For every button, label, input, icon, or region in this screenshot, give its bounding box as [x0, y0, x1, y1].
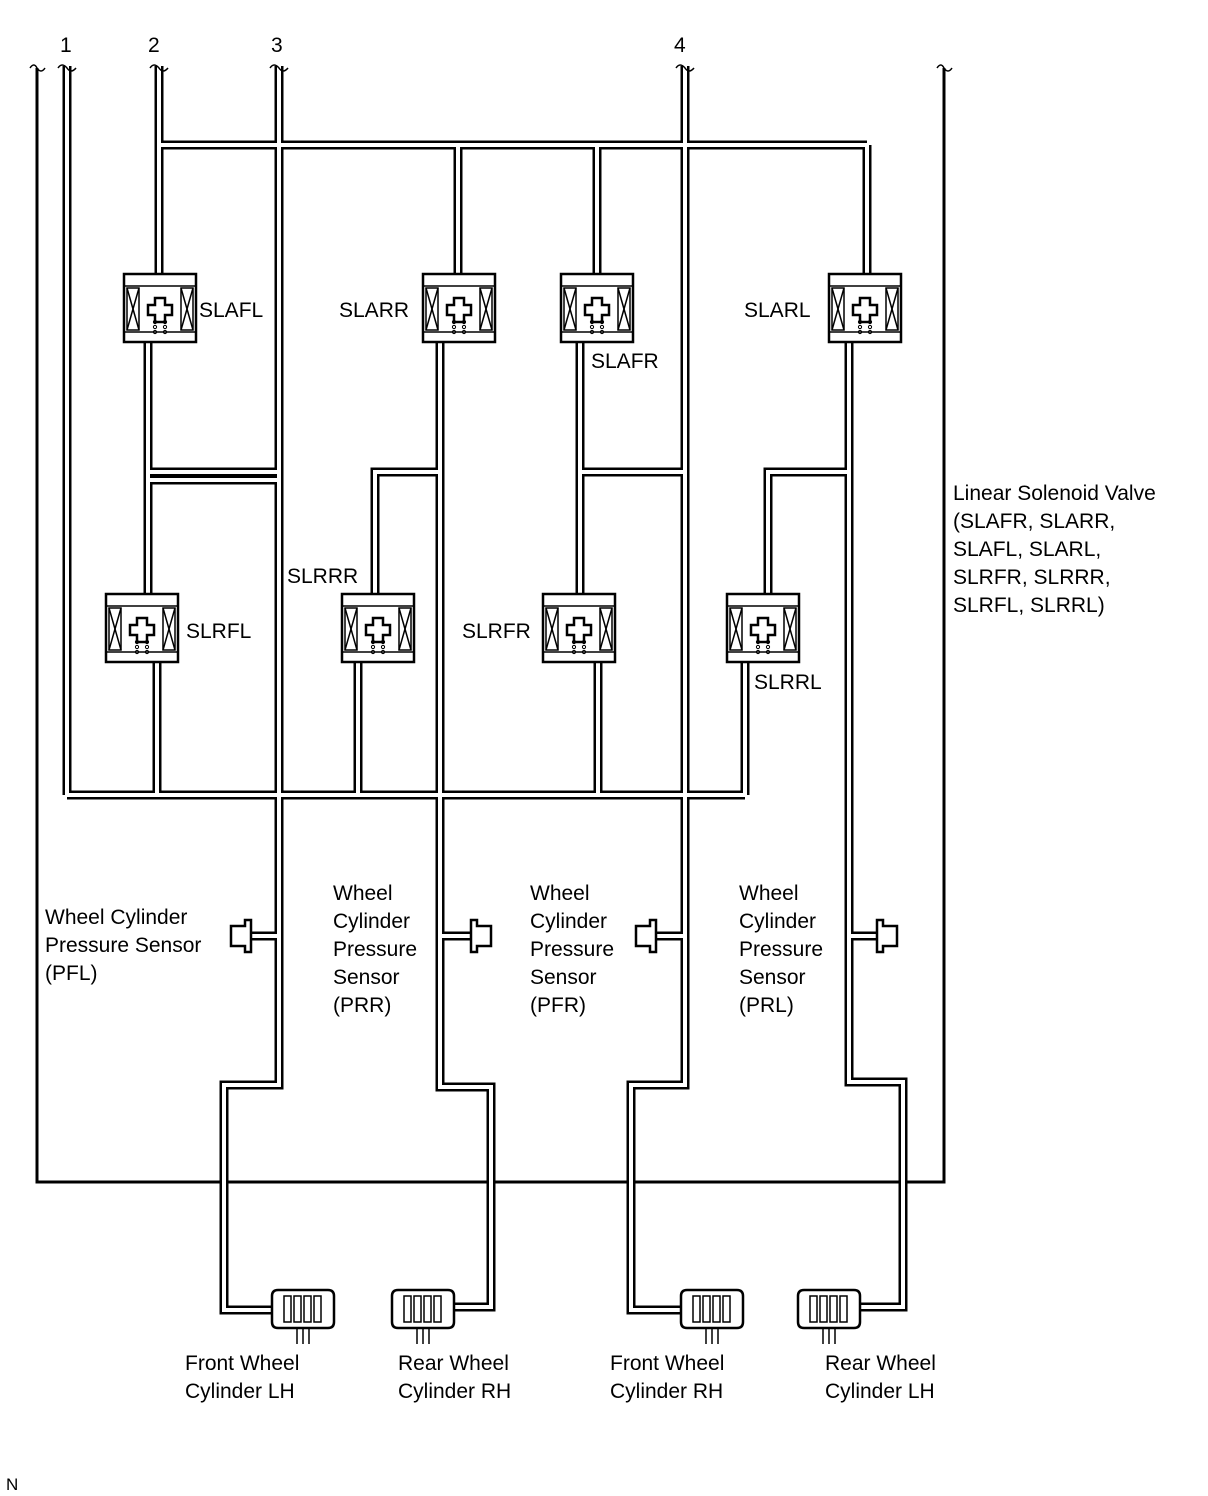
svg-text:Wheel: Wheel [530, 882, 590, 905]
port-number-3: 3 [271, 34, 283, 57]
sensor-label-pfr: Wheel Cylinder Pressure Sensor (PFR) [530, 882, 614, 1017]
solenoid-valve-slrfl-icon [104, 592, 180, 664]
wheel-cylinder-rear-rh-icon [390, 1288, 456, 1344]
svg-text:Cylinder RH: Cylinder RH [398, 1380, 511, 1403]
wheel-cylinder-label-rear-lh: Rear Wheel Cylinder LH [825, 1352, 936, 1403]
sensor-label-prl: Wheel Cylinder Pressure Sensor (PRL) [739, 882, 823, 1017]
svg-text:SLRFL, SLRRL): SLRFL, SLRRL) [953, 594, 1105, 617]
svg-text:Cylinder: Cylinder [530, 910, 607, 933]
wheel-cylinder-rear-lh-icon [796, 1288, 862, 1344]
valve-label-slarl: SLARL [744, 299, 811, 322]
solenoid-valve-slrrl-icon [725, 592, 801, 664]
wheel-cylinder-front-rh-icon [679, 1288, 745, 1344]
pipe-segment-inner [766, 470, 849, 600]
wheel-cylinders [270, 1288, 862, 1344]
svg-text:(PRL): (PRL) [739, 994, 794, 1017]
svg-text:Cylinder: Cylinder [739, 910, 816, 933]
pipe-segment [435, 340, 496, 1312]
svg-text:(SLAFR, SLARR,: (SLAFR, SLARR, [953, 510, 1115, 533]
valve-label-slarr: SLARR [339, 299, 409, 322]
solenoid-valve-slarl-icon [827, 272, 903, 344]
svg-text:Wheel: Wheel [333, 882, 393, 905]
svg-text:Rear Wheel: Rear Wheel [398, 1352, 509, 1375]
pipe-break-mark [675, 64, 695, 72]
port-number-4: 4 [674, 34, 686, 57]
wheel-cylinder-label-front-rh: Front Wheel Cylinder RH [610, 1352, 724, 1403]
svg-text:Sensor: Sensor [333, 966, 400, 989]
pressure-sensors [229, 918, 899, 954]
svg-text:Front Wheel: Front Wheel [610, 1352, 724, 1375]
svg-text:Rear Wheel: Rear Wheel [825, 1352, 936, 1375]
valve-label-slafr: SLAFR [591, 350, 659, 373]
wheel-cylinder-label-rear-rh: Rear Wheel Cylinder RH [398, 1352, 511, 1403]
svg-text:Wheel: Wheel [739, 882, 799, 905]
svg-text:Pressure: Pressure [333, 938, 417, 961]
solenoid-valve-slrfr-icon [541, 592, 617, 664]
pressure-sensor-pfr-icon [634, 918, 658, 954]
wheel-cylinder-front-lh-icon [270, 1288, 336, 1344]
corner-mark: N [6, 1475, 18, 1494]
valve-label-slafl: SLAFL [199, 299, 263, 322]
svg-text:Pressure: Pressure [739, 938, 823, 961]
pipe-break-mark [57, 64, 77, 72]
svg-text:Sensor: Sensor [739, 966, 806, 989]
svg-text:Front Wheel: Front Wheel [185, 1352, 299, 1375]
solenoid-valve-slafr-icon [559, 272, 635, 344]
svg-text:Cylinder LH: Cylinder LH [825, 1380, 935, 1403]
svg-text:(PFL): (PFL) [45, 962, 98, 985]
svg-text:Cylinder RH: Cylinder RH [610, 1380, 723, 1403]
pipe-segment-inner [146, 340, 279, 474]
svg-text:Wheel Cylinder: Wheel Cylinder [45, 906, 187, 929]
svg-text:Cylinder LH: Cylinder LH [185, 1380, 295, 1403]
sensor-label-prr: Wheel Cylinder Pressure Sensor (PRR) [333, 882, 417, 1017]
valve-label-slrrr: SLRRR [287, 565, 358, 588]
pipe-segment-inner [847, 340, 905, 1309]
pipe-segment [219, 66, 284, 1315]
linear-solenoid-valve-label: Linear Solenoid Valve (SLAFR, SLARR, SLA… [953, 482, 1156, 617]
port-number-1: 1 [60, 34, 72, 57]
svg-text:(PRR): (PRR) [333, 994, 391, 1017]
pipe-segment-inner [629, 66, 688, 1312]
solenoid-valves [104, 272, 903, 664]
hydraulic-lines [57, 64, 908, 1315]
solenoid-valve-slafl-icon [122, 272, 198, 344]
svg-text:SLRFR, SLRRR,: SLRFR, SLRRR, [953, 566, 1111, 589]
pressure-sensor-prl-icon [875, 918, 899, 954]
pressure-sensor-prr-icon [469, 918, 493, 954]
svg-text:Sensor: Sensor [530, 966, 597, 989]
valve-label-slrfr: SLRFR [462, 620, 531, 643]
pipe-segment [763, 467, 849, 600]
pipe-segment [844, 340, 908, 1312]
wheel-cylinder-label-front-lh: Front Wheel Cylinder LH [185, 1352, 299, 1403]
pipe-segment [626, 66, 690, 1315]
port-number-2: 2 [148, 34, 160, 57]
svg-text:Linear Solenoid Valve: Linear Solenoid Valve [953, 482, 1156, 505]
svg-text:SLAFL, SLARL,: SLAFL, SLARL, [953, 538, 1101, 561]
valve-label-slrfl: SLRFL [186, 620, 251, 643]
pipe-break-mark [149, 64, 169, 72]
pipe-segment [143, 340, 279, 477]
pipe-segment-inner [373, 470, 440, 598]
solenoid-valve-slrrr-icon [340, 592, 416, 664]
sensor-label-pfl: Wheel Cylinder Pressure Sensor (PFL) [45, 906, 201, 985]
solenoid-valve-slarr-icon [421, 272, 497, 344]
svg-text:Cylinder: Cylinder [333, 910, 410, 933]
svg-text:Pressure Sensor: Pressure Sensor [45, 934, 201, 957]
valve-label-slrrl: SLRRL [754, 671, 822, 694]
svg-text:Pressure: Pressure [530, 938, 614, 961]
pipe-segment-inner [222, 66, 282, 1312]
pipe-break-mark [269, 64, 289, 72]
pressure-sensor-pfl-icon [229, 918, 253, 954]
pipe-segment [370, 467, 440, 598]
svg-text:(PFR): (PFR) [530, 994, 586, 1017]
pipe-segment-inner [438, 340, 493, 1309]
